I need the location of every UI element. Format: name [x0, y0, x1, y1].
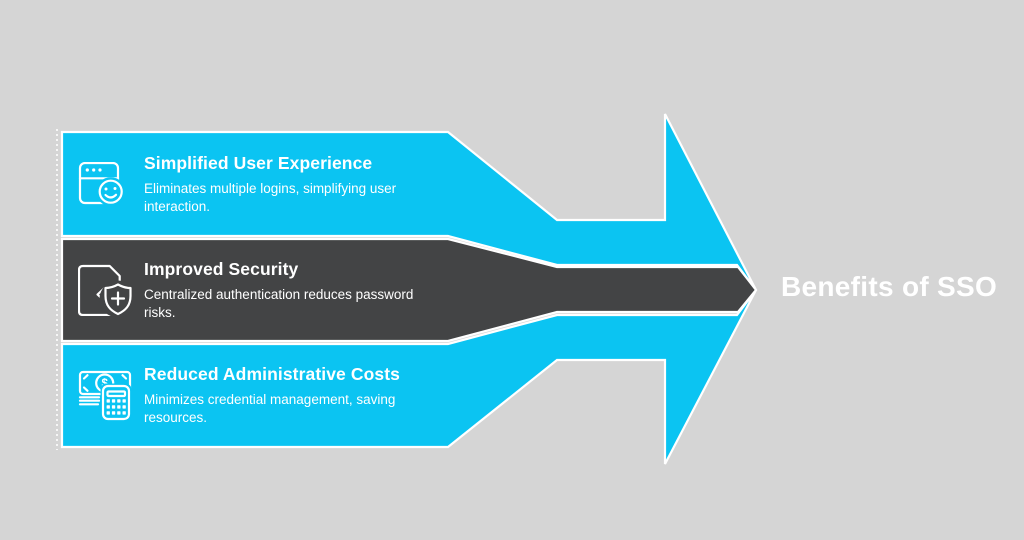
browser-smiley-icon	[78, 162, 124, 206]
benefit-item-user-experience: Simplified User Experience Eliminates mu…	[78, 132, 444, 236]
benefit-description: Minimizes credential management, saving …	[144, 391, 396, 425]
benefit-item-security: Improved Security Centralized authentica…	[78, 239, 444, 341]
benefit-item-admin-costs: $ Reduced Administrative Costs Minimizes…	[78, 343, 444, 447]
icon-mask	[100, 383, 132, 421]
benefit-title: Improved Security	[144, 258, 299, 279]
calculator-keys	[106, 398, 126, 415]
benefit-title: Reduced Administrative Costs	[144, 363, 400, 384]
benefit-title: Simplified User Experience	[144, 152, 373, 173]
benefit-description: Eliminates multiple logins, simplifying …	[144, 180, 397, 214]
benefit-description: Centralized authentication reduces passw…	[144, 286, 414, 320]
arrow-band-middle-shape	[60, 237, 758, 343]
document-shield-plus-icon	[78, 264, 136, 316]
banknote-calculator-icon: $	[78, 370, 132, 421]
headline-title: Benefits of SSO	[781, 271, 998, 302]
